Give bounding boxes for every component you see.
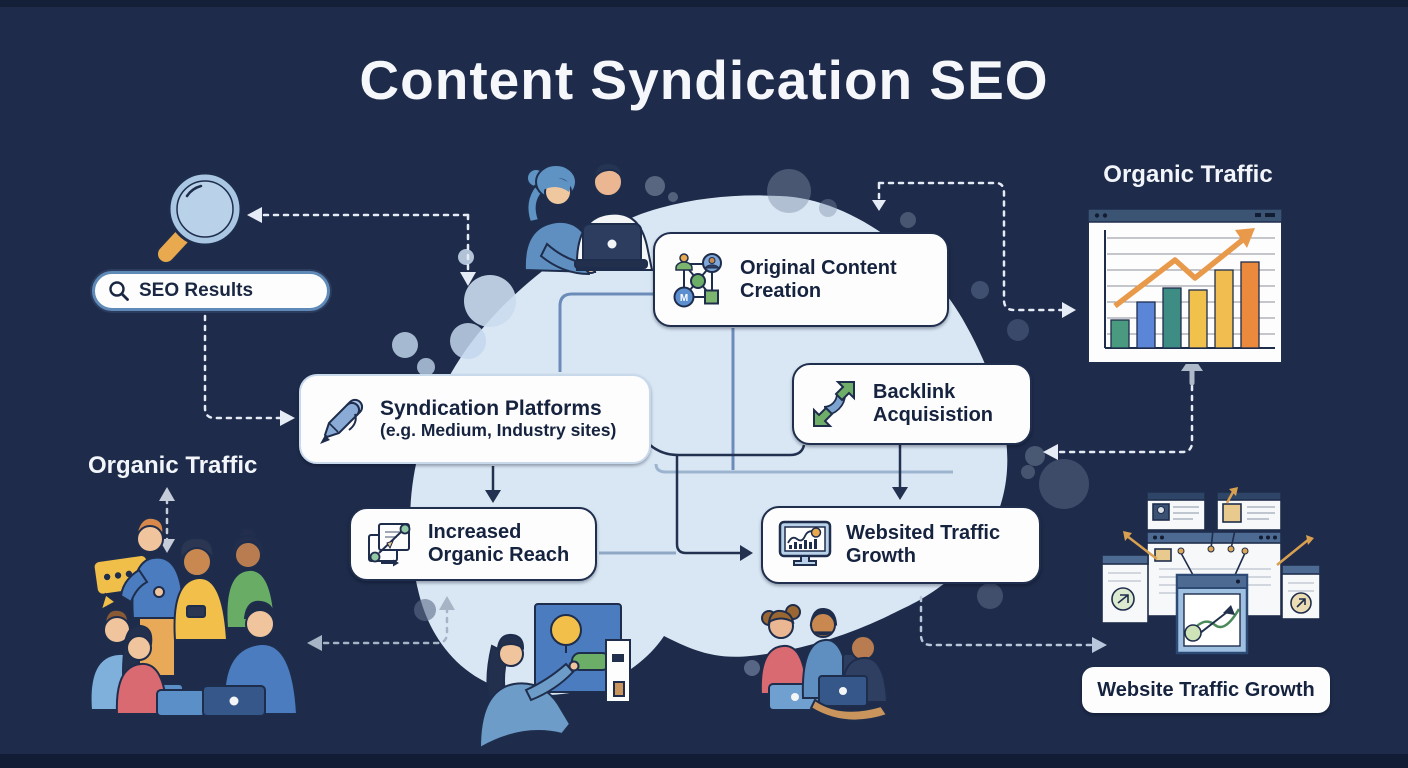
top-edge-strip xyxy=(0,0,1408,7)
node-sublabel: (e.g. Medium, Industry sites) xyxy=(380,420,617,441)
node-syndication-platforms: Syndication Platforms (e.g. Medium, Indu… xyxy=(299,374,651,464)
node-label: Original Content Creation xyxy=(740,256,897,302)
node-label: Syndication Platforms xyxy=(380,396,602,420)
node-label: Backlink Acquisistion xyxy=(873,381,994,426)
website-cluster-illustration xyxy=(1101,487,1321,655)
presenter-illustration xyxy=(478,603,631,748)
website-traffic-growth-label: Website Traffic Growth xyxy=(1082,667,1330,713)
link-arrows-icon xyxy=(813,381,855,427)
m-badge-glyph: M xyxy=(680,293,688,304)
page-title: Content Syndication SEO xyxy=(359,49,1049,111)
node-label-group: Syndication Platforms (e.g. Medium, Indu… xyxy=(380,397,616,441)
node-increased-organic-reach: Increased Organic Reach xyxy=(349,507,597,581)
node-original-content-creation: M Original Content Creation xyxy=(653,232,949,327)
team-illustration xyxy=(89,516,299,717)
decorative-bubbles xyxy=(392,169,1089,676)
chart-trend-arrow xyxy=(1113,228,1255,309)
monitor-chart-icon xyxy=(778,520,832,566)
magnifier-icon xyxy=(155,171,243,265)
search-bar: SEO Results xyxy=(92,271,330,311)
remote-workers-illustration xyxy=(759,604,889,722)
node-websited-traffic-growth: Websited Traffic Growth xyxy=(761,506,1041,584)
search-icon xyxy=(109,281,129,301)
reach-pages-icon xyxy=(368,523,411,567)
organic-traffic-label-right: Organic Traffic xyxy=(1103,161,1273,188)
node-label: Websited Traffic Growth xyxy=(846,522,1001,567)
search-input-text: SEO Results xyxy=(139,280,254,301)
pen-icon xyxy=(320,398,364,444)
chart-bars xyxy=(1110,261,1260,349)
flow-connectors-solid xyxy=(485,292,953,561)
content-network-icon: M xyxy=(673,252,722,307)
node-backlink-acquisition: Backlink Acquisistion xyxy=(792,363,1032,445)
flow-connectors-dashed xyxy=(159,181,1203,653)
content-creators-illustration xyxy=(523,161,654,276)
organic-traffic-label-left: Organic Traffic xyxy=(88,452,258,479)
node-label: Increased Organic Reach xyxy=(428,521,570,566)
bottom-edge-strip xyxy=(0,754,1408,768)
organic-traffic-chart-window xyxy=(1087,208,1283,364)
